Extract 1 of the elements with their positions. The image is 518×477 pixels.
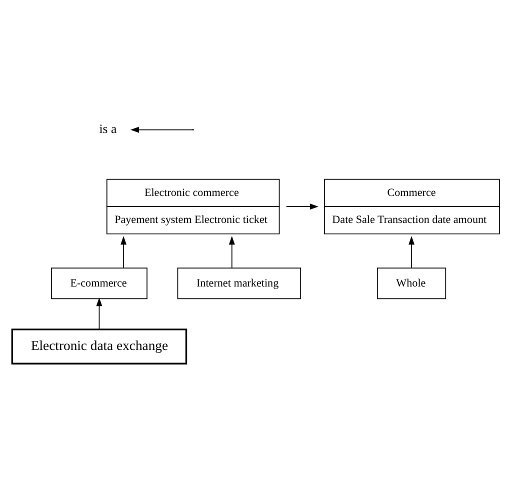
legend-label: is a: [99, 121, 117, 136]
